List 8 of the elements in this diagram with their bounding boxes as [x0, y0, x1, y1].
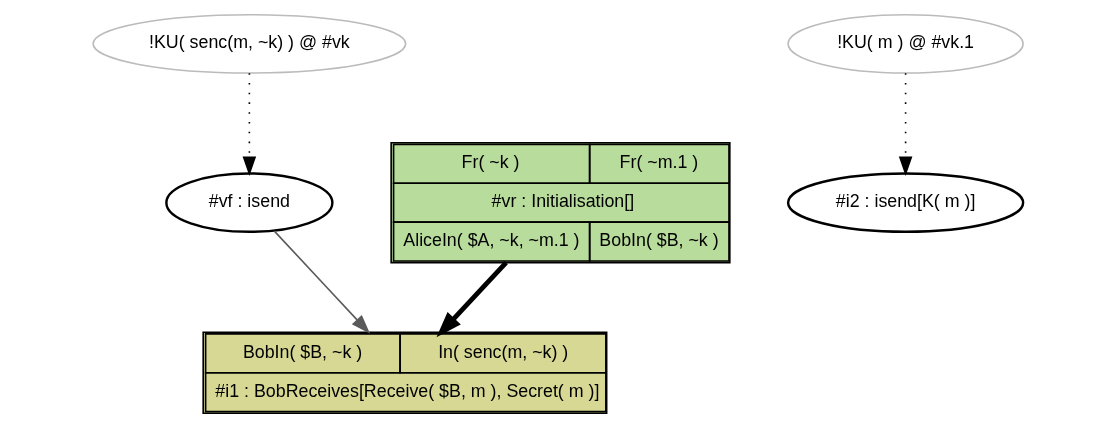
arrow [436, 261, 508, 338]
arrow [898, 72, 913, 176]
arrow [273, 230, 371, 334]
node-ellipse: #i2 : isend[K( m )] [786, 172, 1025, 234]
node-ellipse: #vf : isend [165, 172, 334, 234]
arrow [242, 72, 257, 176]
node-ellipse: !KU( senc(m, ~k) ) @ #vk [92, 13, 407, 74]
node-ellipse: !KU( m ) @ #vk.1 [787, 13, 1024, 74]
